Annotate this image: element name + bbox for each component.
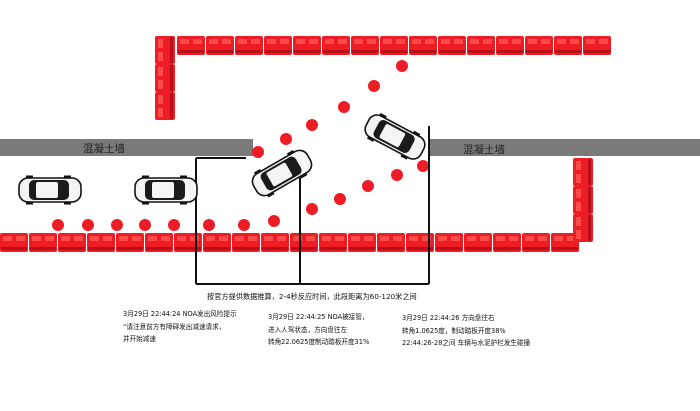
wall-label-left: 混凝土墙 — [83, 143, 125, 155]
path-dot — [238, 219, 250, 231]
note-line: 22:44:26-28之间 车辆与水泥护栏发生碰撞 — [402, 339, 531, 347]
note-line: 进入人驾状态，方向盘往左 — [268, 325, 348, 334]
water-barrier-icon — [525, 36, 553, 55]
water-barrier-icon — [380, 36, 408, 55]
water-barrier-icon — [155, 92, 175, 120]
water-barrier-icon — [554, 36, 582, 55]
note-line: “请注意前方有障碍发出减速请求， — [123, 322, 226, 331]
water-barrier-icon — [261, 233, 289, 252]
path-dot — [82, 219, 94, 231]
vehicle-path — [52, 60, 429, 231]
water-barrier-icon — [235, 36, 263, 55]
concrete-wall-left — [0, 139, 253, 156]
distance-caption: 按官方提供数据推算，2-4秒反应时间，此段距离为60-120米之间 — [207, 292, 417, 301]
water-barrier-icon — [573, 214, 593, 242]
car-icon — [360, 108, 430, 166]
event-note-1: 3月29日 22:44:24 NOA发出风险提示 “请注意前方有障碍发出减速请求… — [123, 308, 237, 346]
car-icon — [134, 174, 198, 206]
water-barrier-icon — [377, 233, 405, 252]
path-dot — [52, 219, 64, 231]
water-barrier-icon — [206, 36, 234, 55]
path-dot — [111, 219, 123, 231]
water-barrier-icon — [29, 233, 57, 252]
path-dot — [306, 203, 318, 215]
path-dot — [391, 169, 403, 181]
water-barrier-icon — [0, 233, 28, 252]
event-note-3: 3月29日 22:44:26 方向盘往右 转角1.0625度，制动踏板开度38%… — [402, 312, 530, 350]
path-dot — [362, 180, 374, 192]
path-dot — [306, 119, 318, 131]
water-barrier-icon — [467, 36, 495, 55]
path-dot — [368, 80, 380, 92]
path-dot — [168, 219, 180, 231]
path-dot — [280, 133, 292, 145]
event-note-2: 3月29日 22:44:25 NOA被接管， 进入人驾状态，方向盘往左 转角22… — [268, 311, 369, 349]
water-barrier-icon — [319, 233, 347, 252]
water-barrier-icon — [522, 233, 550, 252]
water-barrier-icon — [409, 36, 437, 55]
water-barrier-icon — [116, 233, 144, 252]
water-barrier-icon — [155, 36, 175, 64]
water-barrier-icon — [290, 233, 318, 252]
water-barrier-icon — [177, 36, 205, 55]
path-dot — [203, 219, 215, 231]
water-barrier-icon — [174, 233, 202, 252]
water-barrier-icon — [435, 233, 463, 252]
water-barrier-icon — [464, 233, 492, 252]
water-barrier-icon — [87, 233, 115, 252]
water-barrier-icon — [496, 36, 524, 55]
water-barrier-icon — [573, 158, 593, 186]
water-barrier-icon — [438, 36, 466, 55]
water-barrier-icon — [203, 233, 231, 252]
path-dot — [396, 60, 408, 72]
note-line: 转角22.0625度制动踏板开度31% — [268, 338, 370, 346]
water-barrier-icon — [264, 36, 292, 55]
water-barrier-icon — [493, 233, 521, 252]
path-dot — [417, 160, 429, 172]
water-barrier-icon — [322, 36, 350, 55]
note-line: 3月29日 22:44:24 NOA发出风险提示 — [123, 310, 237, 318]
water-barrier-icon — [155, 64, 175, 92]
path-dot — [268, 215, 280, 227]
wall-label-right: 混凝土墙 — [463, 144, 505, 156]
water-barrier-icon — [583, 36, 611, 55]
note-line: 并开始减速 — [123, 335, 156, 343]
car-icon — [18, 174, 82, 206]
water-barrier-icon — [145, 233, 173, 252]
water-barrier-icon — [232, 233, 260, 252]
note-line: 3月29日 22:44:26 方向盘往右 — [402, 314, 495, 322]
water-barrier-icon — [293, 36, 321, 55]
note-line: 转角1.0625度，制动踏板开度38% — [402, 326, 506, 335]
water-barrier-icon — [573, 186, 593, 214]
analysis-boxes — [195, 126, 430, 285]
water-barrier-icon — [58, 233, 86, 252]
water-barrier-icon — [351, 36, 379, 55]
concrete-wall-right — [429, 139, 700, 156]
water-barrier-icon — [348, 233, 376, 252]
path-dot — [252, 146, 264, 158]
note-line: 3月29日 22:44:25 NOA被接管， — [268, 313, 369, 321]
path-dot — [334, 193, 346, 205]
path-dot — [139, 219, 151, 231]
path-dot — [338, 101, 350, 113]
